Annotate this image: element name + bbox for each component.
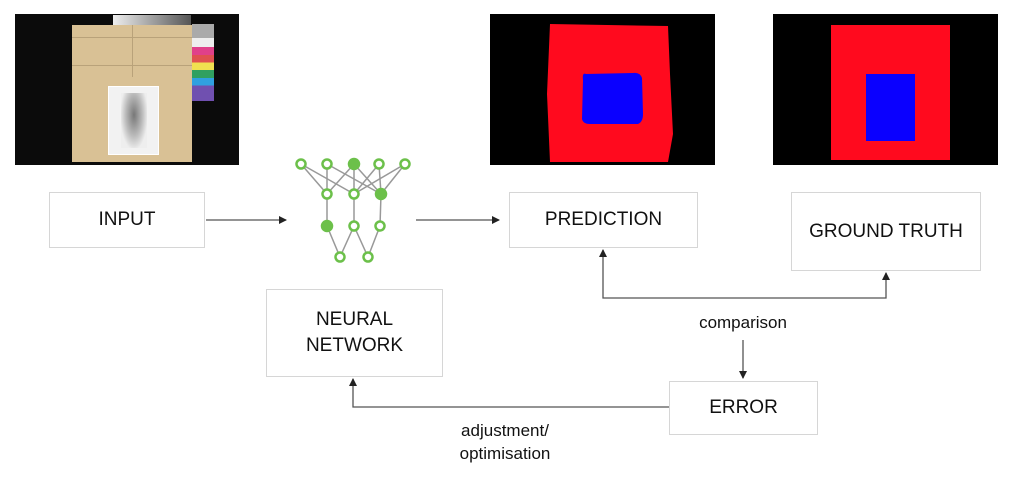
network-node: [321, 158, 333, 170]
prediction-mask: [547, 24, 673, 162]
adjustment-label-line1: adjustment/: [461, 421, 549, 440]
network-node: [399, 158, 411, 170]
network-node: [295, 158, 307, 170]
comparison-connector-to-ground-truth: [743, 272, 890, 299]
ground-truth-inner-region: [866, 74, 915, 141]
ground-truth-box: GROUND TRUTH: [791, 192, 981, 271]
network-node: [374, 220, 386, 232]
comparison-label: comparison: [699, 313, 787, 332]
input-box: INPUT: [49, 192, 205, 248]
comparison-connector-to-prediction: [599, 249, 743, 299]
network-node: [334, 251, 346, 263]
prediction-box: PREDICTION: [509, 192, 698, 248]
network-node: [347, 157, 361, 171]
network-node: [362, 251, 374, 263]
neural-network-label-line2: NETWORK: [305, 335, 404, 356]
ground-truth-mask-image: [773, 14, 998, 165]
network-node: [348, 220, 360, 232]
neural-network-box: NEURAL NETWORK: [266, 289, 443, 377]
input-image: [15, 14, 239, 165]
network-node: [348, 188, 360, 200]
ground-truth-label: GROUND TRUTH: [809, 220, 963, 242]
prediction-mask-image: [490, 14, 715, 165]
arrow-error-to-network: [349, 378, 669, 408]
document-card: [72, 25, 192, 162]
network-node: [321, 188, 333, 200]
sketch-photo: [108, 86, 159, 155]
error-label: ERROR: [709, 397, 778, 419]
error-box: ERROR: [669, 381, 818, 435]
adjustment-label: adjustment/ optimisation: [425, 420, 585, 466]
network-node: [373, 158, 385, 170]
scan-grayscale-strip: [113, 15, 191, 25]
input-label: INPUT: [98, 209, 156, 231]
network-node: [320, 219, 334, 233]
network-node: [374, 187, 388, 201]
color-checker: [192, 24, 214, 101]
adjustment-label-line2: optimisation: [459, 443, 551, 463]
prediction-inner-region: [582, 72, 643, 124]
prediction-label: PREDICTION: [544, 209, 663, 231]
neural-network-label-line1: NEURAL: [315, 309, 394, 331]
